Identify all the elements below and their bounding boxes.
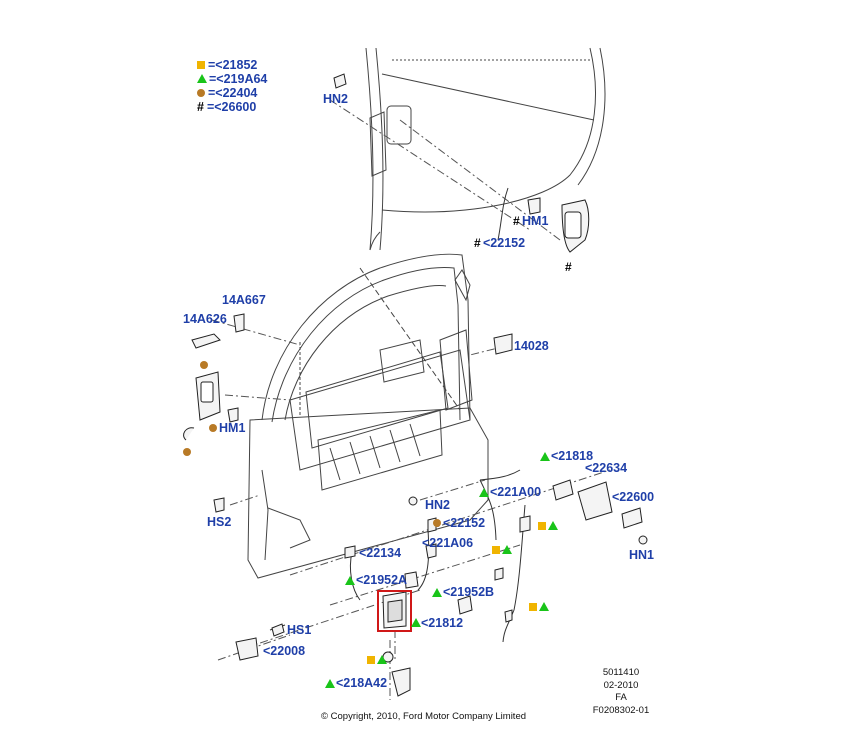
callout-hm1-left[interactable]: HM1 <box>219 421 246 435</box>
reference-line-3: FA <box>615 692 627 703</box>
square-marker <box>367 656 375 664</box>
triangle-marker <box>502 545 512 554</box>
legend-row-dot: =<22404 <box>197 86 257 100</box>
triangle-marker <box>540 452 550 461</box>
callout-221a00[interactable]: <221A00 <box>490 485 542 499</box>
dot-marker <box>183 448 191 456</box>
legend-row-square: =<21852 <box>197 58 257 72</box>
triangle-marker <box>411 618 421 627</box>
triangle-marker <box>325 679 335 688</box>
triangle-marker <box>539 602 549 611</box>
triangle-marker <box>432 588 442 597</box>
callout-22134[interactable]: <22134 <box>359 546 402 560</box>
dot-marker <box>209 424 217 432</box>
callout-hm1-right[interactable]: HM1 <box>522 214 549 228</box>
callout-14a626[interactable]: 14A626 <box>183 312 227 326</box>
callout-21952a[interactable]: <21952A <box>356 573 408 587</box>
callout-hn2-mid[interactable]: HN2 <box>425 498 451 512</box>
callout-22152-mid[interactable]: <22152 <box>443 516 486 530</box>
callout-21952b[interactable]: <21952B <box>443 585 495 599</box>
door-window-frame <box>261 253 471 423</box>
callout-hs2[interactable]: HS2 <box>207 515 232 529</box>
triangle-icon <box>197 74 207 83</box>
reference-block: 5011410 02-2010 FA F0208302-01 <box>586 667 656 717</box>
triangle-marker <box>548 521 558 530</box>
callout-hash-below-handle: # <box>565 260 572 274</box>
dot-marker <box>200 361 208 369</box>
door-inner-panel <box>247 269 489 579</box>
hash-icon: # <box>197 100 204 114</box>
dot-icon <box>197 89 205 97</box>
callout-hn2-top[interactable]: HN2 <box>323 92 349 106</box>
reference-line-2: 02-2010 <box>603 679 639 691</box>
body-frame-outline <box>365 47 606 251</box>
square-icon <box>197 61 205 69</box>
reference-line-1: 5011410 <box>602 667 640 678</box>
triangle-marker <box>377 655 387 664</box>
latch-highlight-box[interactable] <box>377 590 412 632</box>
square-marker <box>538 522 546 530</box>
components <box>183 73 648 697</box>
callout-hs1[interactable]: HS1 <box>287 623 312 637</box>
legend-row-hash: #=<26600 <box>197 100 257 114</box>
square-marker <box>529 603 537 611</box>
hash-marker: # <box>474 236 481 250</box>
callout-22600[interactable]: <22600 <box>612 490 655 504</box>
callout-22008[interactable]: <22008 <box>263 644 306 658</box>
leader-lines <box>211 99 611 700</box>
square-marker <box>492 546 500 554</box>
copyright-text: © Copyright, 2010, Ford Motor Company Li… <box>321 711 527 722</box>
callout-14028[interactable]: 14028 <box>514 339 549 353</box>
dot-marker <box>433 519 441 527</box>
callout-22634[interactable]: <22634 <box>585 461 628 475</box>
triangle-marker <box>479 488 489 497</box>
callout-22152-top[interactable]: <22152 <box>483 236 526 250</box>
callout-21812[interactable]: <21812 <box>421 616 464 630</box>
triangle-marker <box>345 576 355 585</box>
hash-marker: # <box>513 214 520 228</box>
legend-row-triangle: =<219A64 <box>197 72 267 86</box>
callout-21818[interactable]: <21818 <box>551 449 594 463</box>
callout-221a06[interactable]: <221A06 <box>422 536 474 550</box>
reference-line-4: F0208302-01 <box>592 704 650 716</box>
callout-hn1[interactable]: HN1 <box>629 548 655 562</box>
callout-14a667[interactable]: 14A667 <box>222 293 266 307</box>
callout-218a42[interactable]: <218A42 <box>336 676 388 690</box>
